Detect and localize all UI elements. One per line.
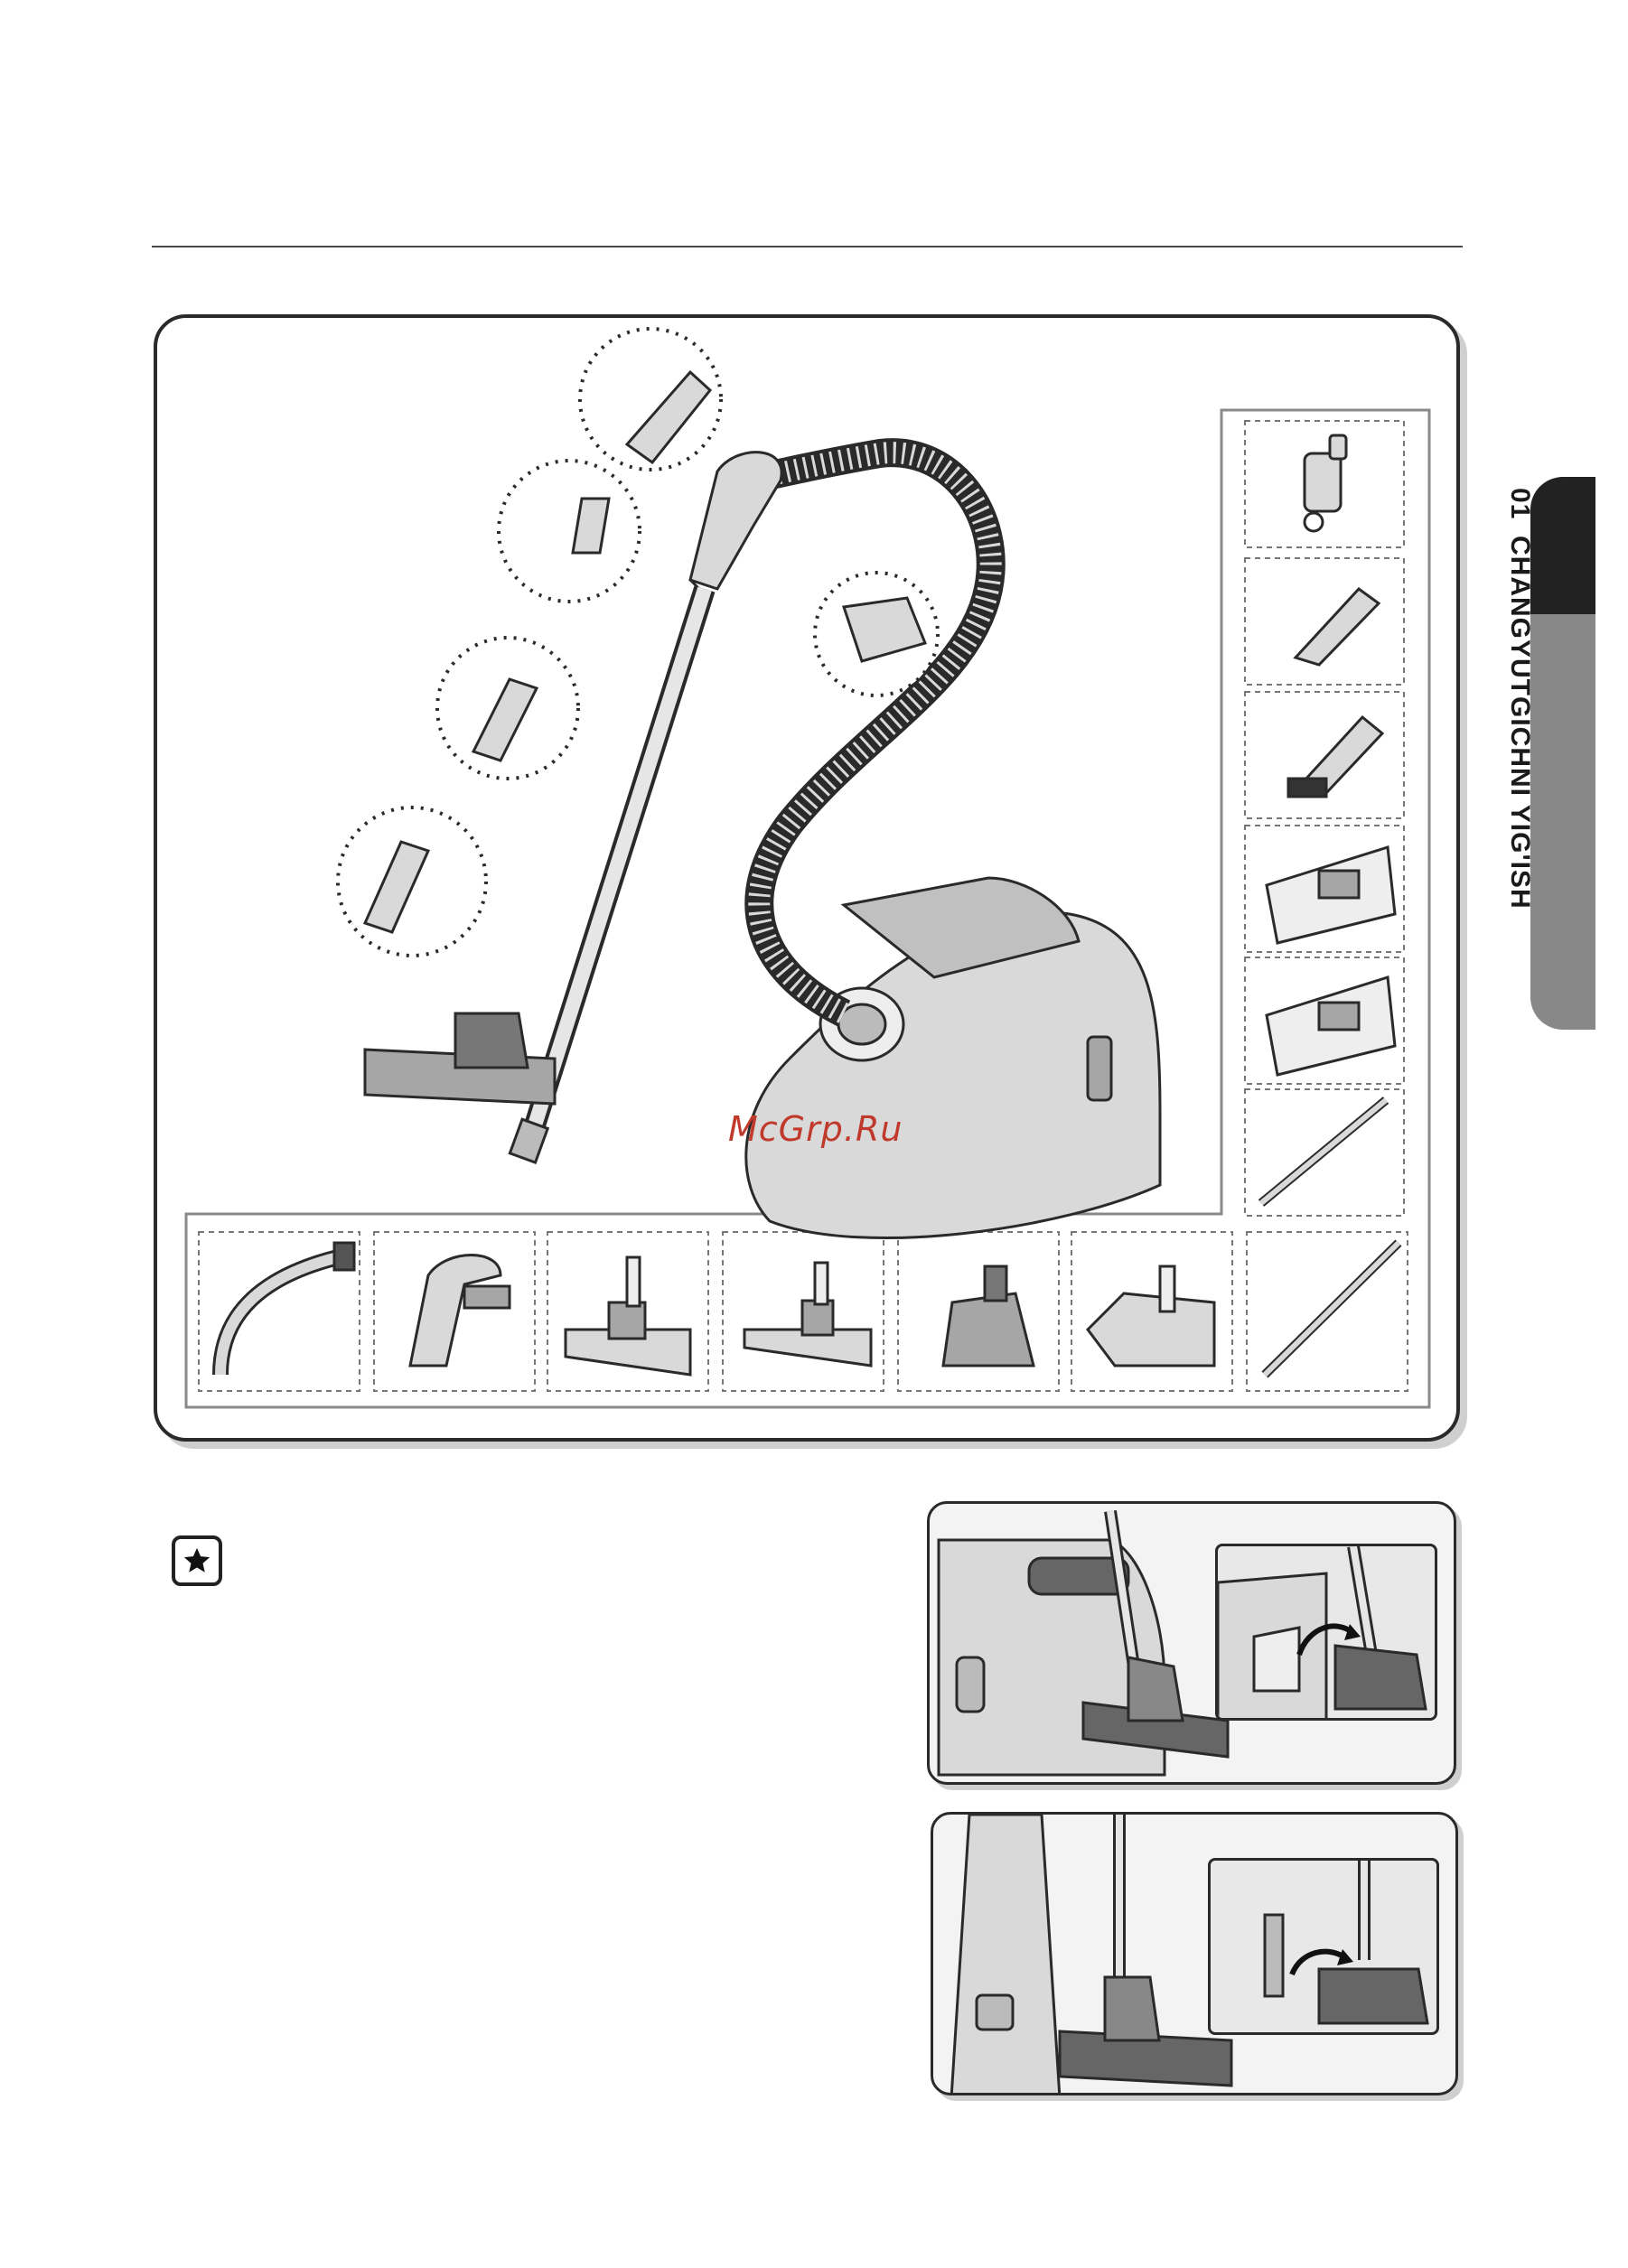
- combination-tool-icon: [1305, 435, 1346, 531]
- mini-turbo-icon: [943, 1266, 1034, 1366]
- crevice-tool-icon: [1296, 589, 1379, 665]
- power-brush-icon: [1088, 1266, 1214, 1366]
- dusting-brush-icon: [1288, 717, 1382, 797]
- storage-vertical-inset: [1208, 1858, 1439, 2035]
- extension-pipe-icon: [1261, 1100, 1386, 1203]
- handle-grip-icon: [410, 1255, 510, 1367]
- accessory-box-2: [1245, 558, 1404, 685]
- accessory-box-3: [1245, 692, 1404, 818]
- assembly-illustration: [157, 318, 1458, 1438]
- chapter-label: 01 CHANGYUTGICHNI YIG'ISH: [1479, 488, 1560, 910]
- star-note-icon: [172, 1535, 222, 1586]
- storage-illustration-horizontal: [927, 1501, 1456, 1785]
- chapter-title: CHANGYUTGICHNI YIG'ISH: [1504, 536, 1535, 910]
- chapter-number: 01: [1504, 488, 1535, 519]
- floor-brush-icon: [744, 1263, 871, 1366]
- hose-handle-icon: [220, 1243, 354, 1375]
- floor-nozzle: [365, 1013, 555, 1162]
- dust-bag-icon: [1267, 847, 1395, 943]
- header-rule: [152, 246, 1463, 247]
- dust-bag-2-icon: [1267, 977, 1395, 1075]
- assembly-diagram-panel: [154, 314, 1460, 1442]
- detail-circle-pipe-connect: [499, 461, 640, 602]
- turbo-brush-icon: [566, 1257, 690, 1375]
- storage-horizontal-inset: [1215, 1544, 1437, 1721]
- telescopic-pipe-icon: [1265, 1243, 1399, 1375]
- vacuum-body: [746, 878, 1160, 1238]
- watermark: McGrp.Ru: [728, 1109, 903, 1149]
- storage-illustration-vertical: [931, 1812, 1458, 2095]
